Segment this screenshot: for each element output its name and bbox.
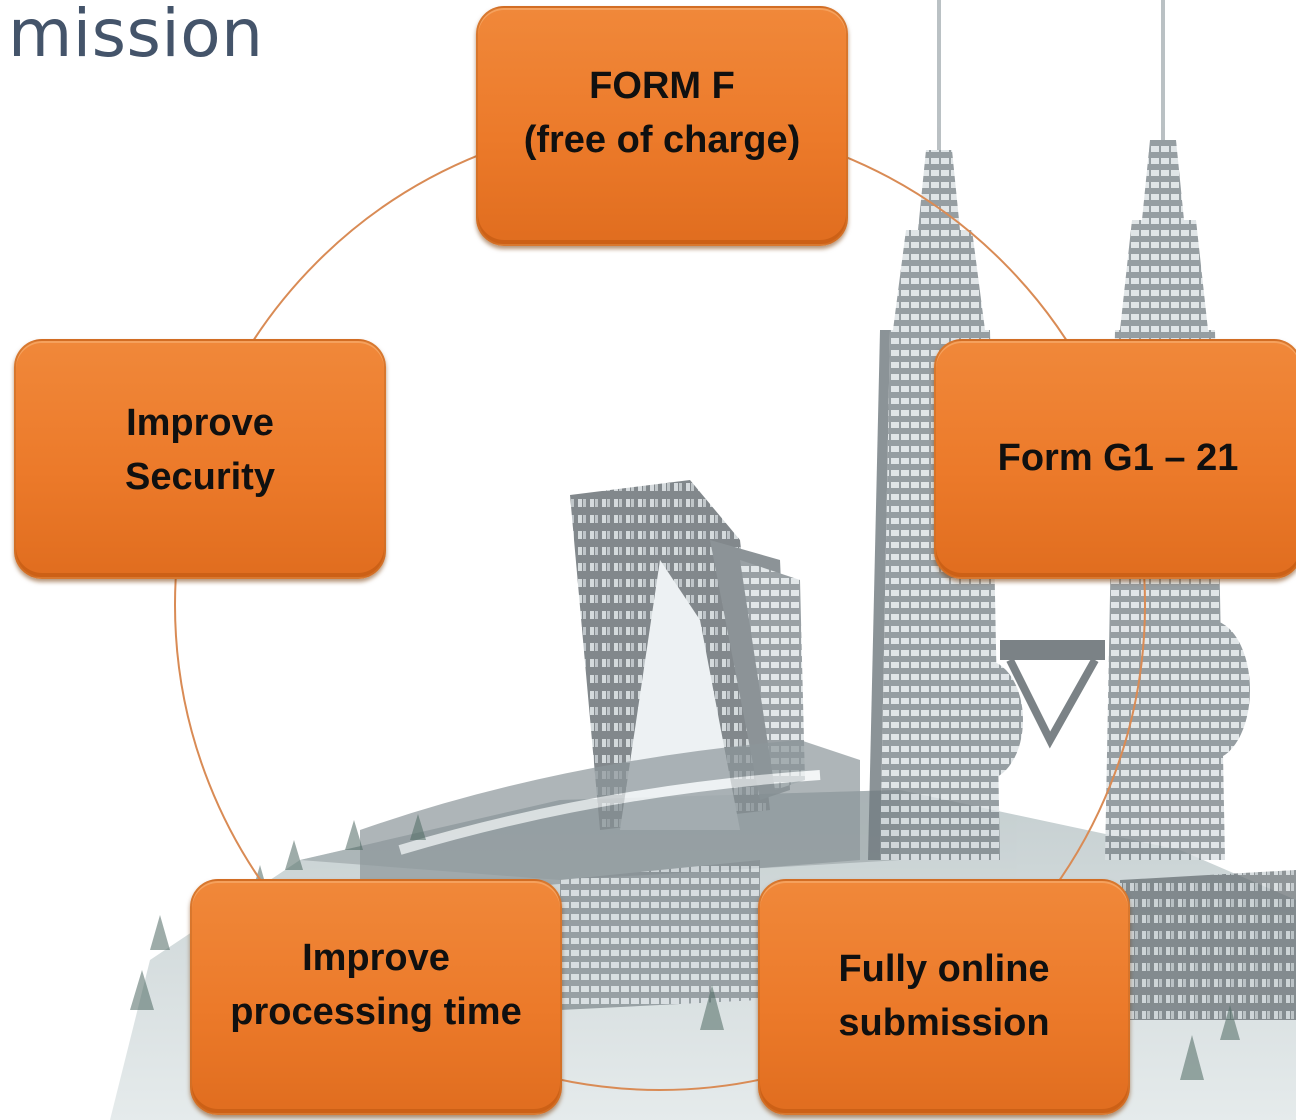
cycle-node-label: FORM F (free of charge) xyxy=(523,65,801,161)
cycle-node-label: Form G1 – 21 xyxy=(997,437,1239,480)
cycle-node-label: Improve Security xyxy=(125,402,275,498)
trees xyxy=(130,814,1240,1080)
cycle-node-online-submission: Fully online submission xyxy=(758,879,1130,1115)
cycle-node-processing-time: Improve processing time xyxy=(190,879,562,1115)
cycle-node-label: Improve processing time xyxy=(230,937,522,1033)
cycle-node-form-f: FORM F (free of charge) xyxy=(476,6,848,246)
lowrise-buildings xyxy=(360,740,1296,1020)
cycle-node-form-g: Form G1 – 21 xyxy=(934,339,1296,579)
cycle-node-label: Fully online submission xyxy=(838,948,1050,1044)
cycle-node-security: Improve Security xyxy=(14,339,386,579)
page-title: mission xyxy=(8,0,264,72)
